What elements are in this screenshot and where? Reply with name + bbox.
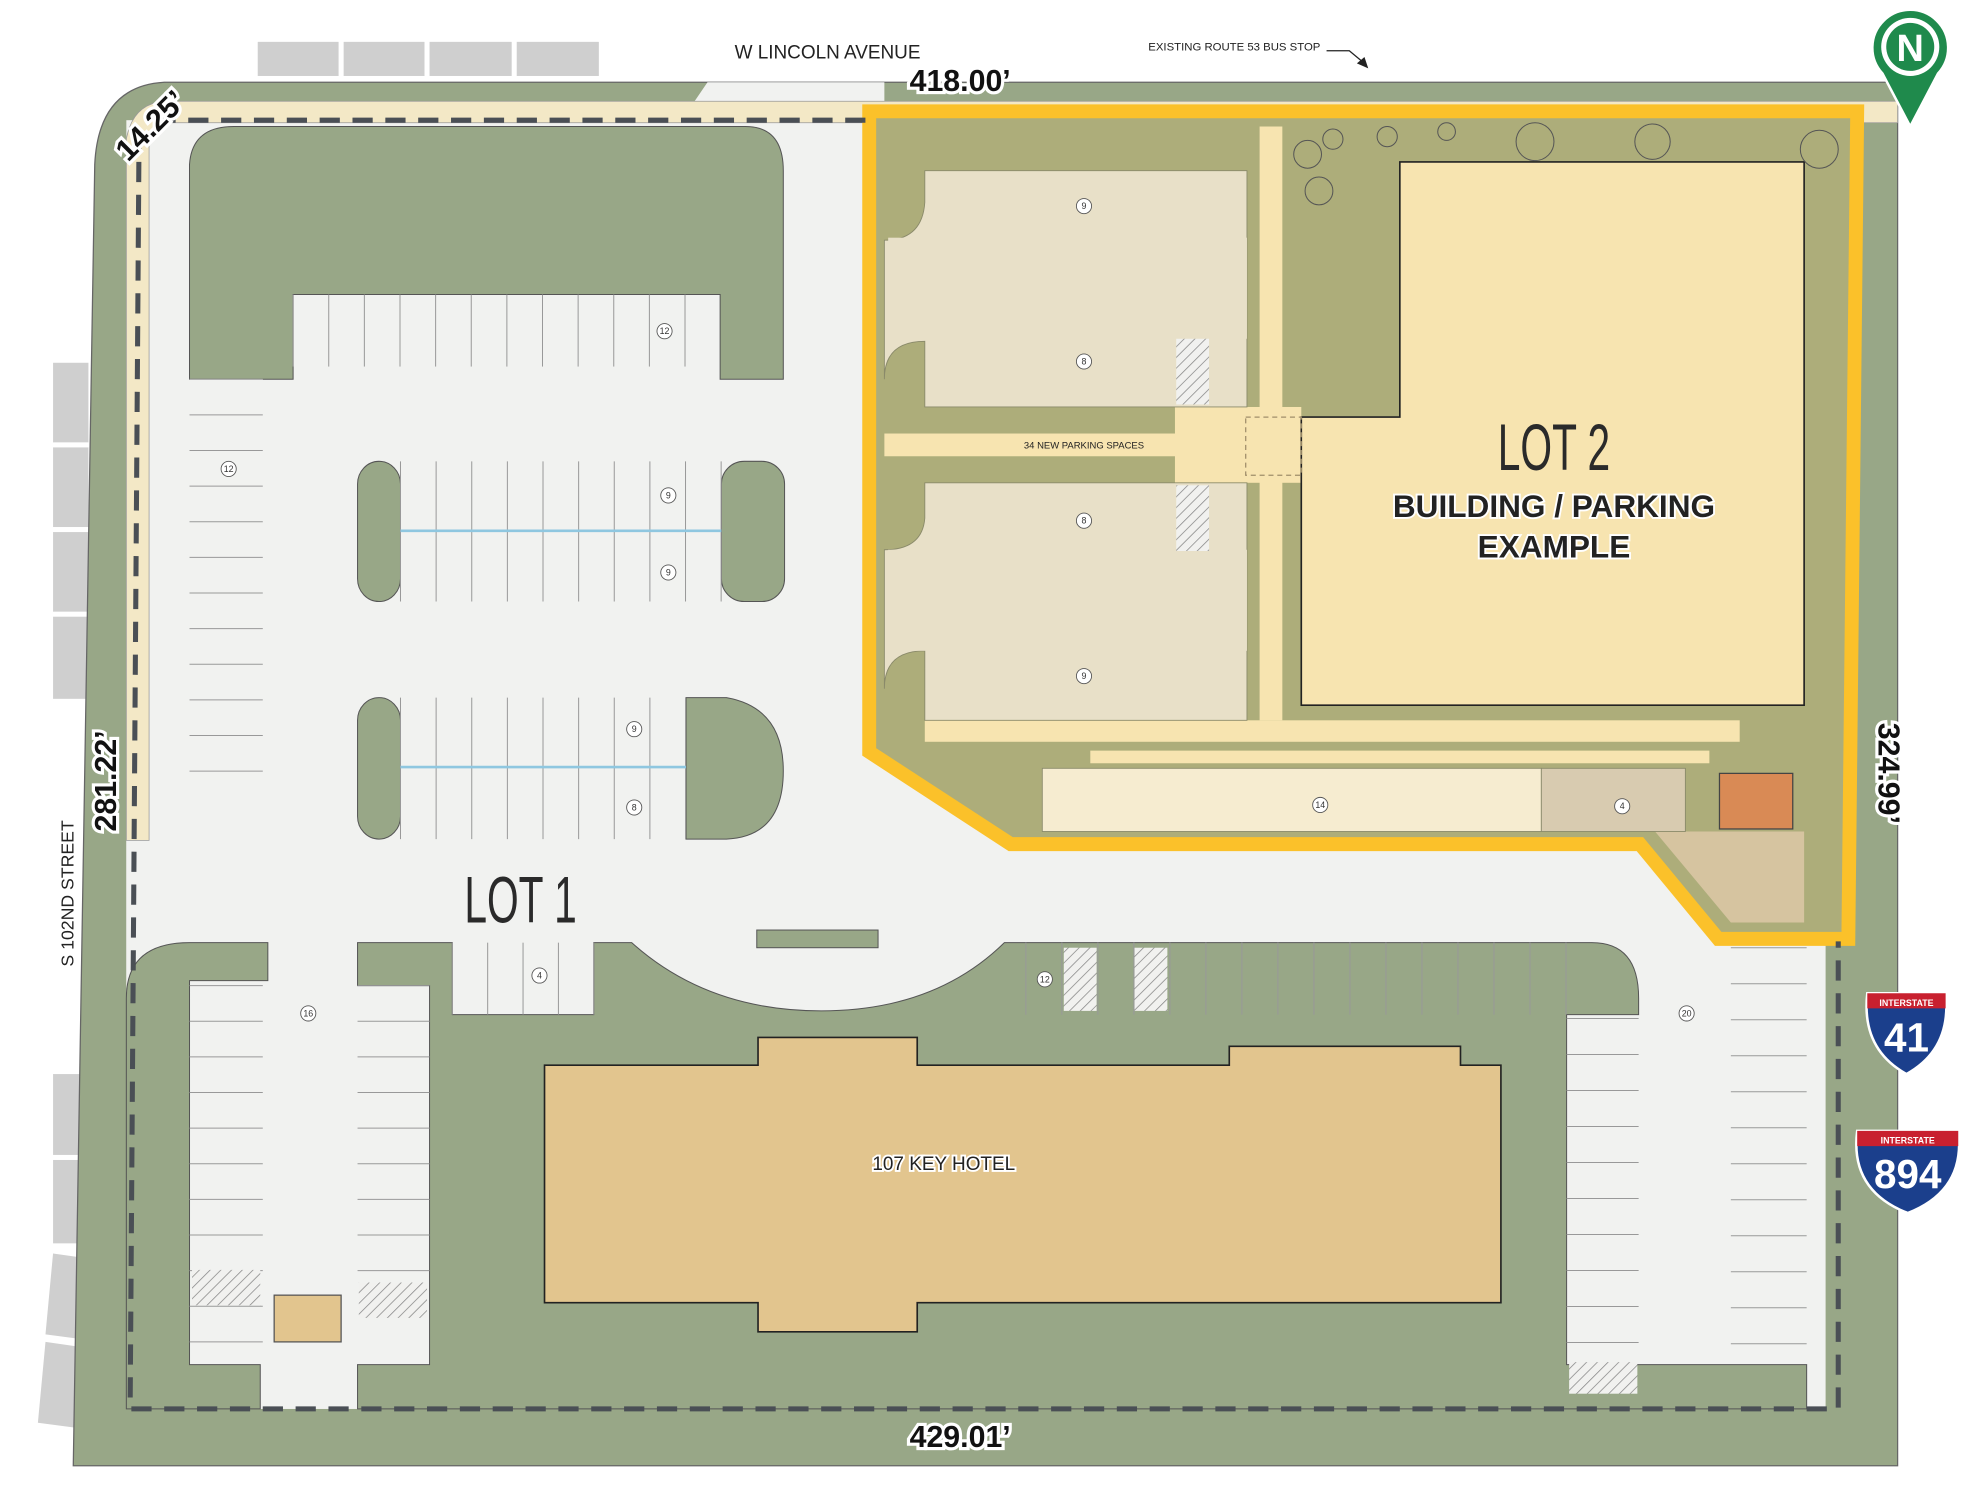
accessible-stalls xyxy=(192,947,1638,1394)
stall-count: 8 xyxy=(1082,357,1087,367)
stall-count-badge xyxy=(1075,353,1093,370)
lot1-medians xyxy=(400,529,722,769)
hotel-building xyxy=(543,1036,1502,1333)
hotel-label: 107 KEY HOTEL xyxy=(872,1154,1015,1175)
dim-east: 324.99’ xyxy=(1872,723,1905,824)
north-letter: N xyxy=(1897,28,1924,70)
stall-count: 4 xyxy=(537,971,542,981)
stall-count-badge xyxy=(1075,668,1093,685)
stall-count-badge xyxy=(660,487,677,504)
dumpster-enclosure xyxy=(273,1294,342,1343)
north-arrow-icon: N xyxy=(1871,8,1950,130)
lot2-accessible xyxy=(1176,338,1210,552)
stall-count: 16 xyxy=(303,1008,313,1018)
shield-top-label: INTERSTATE xyxy=(1881,1136,1935,1146)
stall-count: 8 xyxy=(1082,516,1087,526)
lot2-subtitle-1: BUILDING / PARKING xyxy=(1393,488,1715,524)
interstate-41-shield-icon: INTERSTATE 41 xyxy=(1865,991,1948,1076)
stall-count-badge xyxy=(1678,1005,1695,1022)
property-line xyxy=(127,117,1841,1412)
stall-count: 9 xyxy=(666,490,671,500)
lot1-label: LOT 1 xyxy=(464,864,576,937)
trees xyxy=(1293,122,1839,206)
lot2-subtitle-2: EXAMPLE xyxy=(1478,528,1631,564)
lot2-building-annex xyxy=(1245,416,1302,476)
street-west: S 102ND STREET xyxy=(57,820,77,967)
arrowhead-icon xyxy=(1356,57,1369,69)
shield-number: 41 xyxy=(1884,1014,1929,1060)
new-parking-note: 34 NEW PARKING SPACES xyxy=(1024,441,1144,452)
neighbor-buildings xyxy=(37,41,599,1428)
stall-count-badge xyxy=(626,799,643,816)
stall-count-badge xyxy=(531,967,548,984)
street-north: W LINCOLN AVENUE xyxy=(735,42,921,63)
stall-count: 12 xyxy=(660,326,670,336)
stall-count: 9 xyxy=(1082,671,1087,681)
stall-count: 20 xyxy=(1682,1008,1692,1018)
stall-count: 4 xyxy=(1620,801,1625,811)
stall-count-labels: 9 8 8 9 14 4 12 12 9 9 9 8 4 16 12 20 xyxy=(220,198,1695,1022)
stall-count: 12 xyxy=(1040,974,1050,984)
lot2-building xyxy=(1300,161,1805,706)
stall-count-badge xyxy=(626,721,643,738)
stall-count-badge xyxy=(656,323,673,340)
stall-count-badge xyxy=(1075,512,1093,529)
stall-count-badge xyxy=(300,1005,317,1022)
dim-south: 429.01’ xyxy=(910,1421,1011,1454)
lot2-trash-enclosure xyxy=(1718,772,1794,830)
dim-west: 281.22’ xyxy=(90,730,123,831)
stall-count-badge xyxy=(660,564,677,581)
bus-stop-arrow-icon xyxy=(1326,50,1365,64)
stall-count-badge xyxy=(220,460,237,477)
lot2-boundary xyxy=(862,104,1865,946)
bus-stop-note: EXISTING ROUTE 53 BUS STOP xyxy=(1148,42,1320,54)
stall-count-badge xyxy=(1036,971,1053,988)
stall-count-badge xyxy=(1614,798,1631,815)
interstate-894-shield-icon: INTERSTATE 894 xyxy=(1855,1129,1961,1215)
sidewalk xyxy=(125,100,1898,841)
shield-number: 894 xyxy=(1874,1151,1942,1197)
stall-count: 12 xyxy=(224,464,234,474)
lot2-parking-bays xyxy=(883,170,1686,832)
stall-count: 14 xyxy=(1315,800,1325,810)
dim-north: 418.00’ xyxy=(910,65,1011,98)
lot2-paving xyxy=(884,126,1805,923)
stall-count: 9 xyxy=(632,724,637,734)
stall-count: 9 xyxy=(666,567,671,577)
shield-top-label: INTERSTATE xyxy=(1879,998,1933,1008)
stall-count-badge xyxy=(1075,198,1093,215)
stall-count: 8 xyxy=(632,802,637,812)
stall-count: 9 xyxy=(1082,201,1087,211)
stall-count-badge xyxy=(1312,796,1329,813)
lot2-label: LOT 2 xyxy=(1498,411,1610,484)
